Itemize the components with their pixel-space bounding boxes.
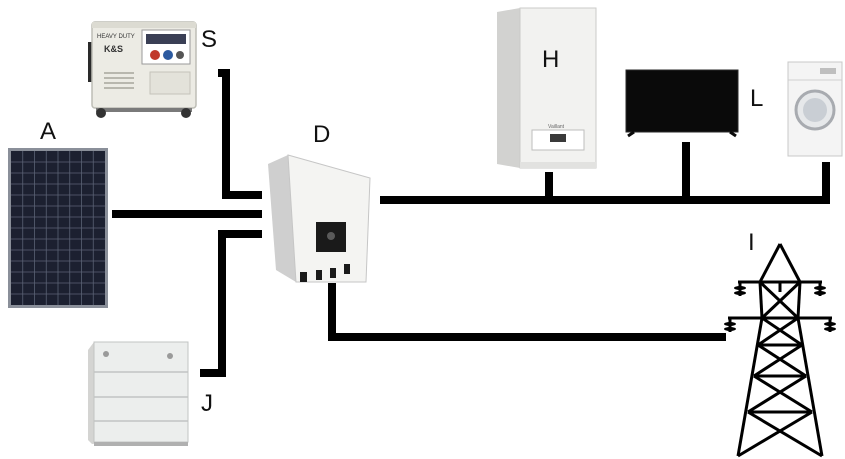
label-generator: S — [201, 26, 217, 53]
pylon-insulators — [724, 286, 836, 331]
wire-battery-inverter — [200, 234, 262, 373]
label-grid-pylon: I — [748, 229, 755, 256]
label-boiler: H — [542, 46, 559, 73]
inverter — [268, 155, 370, 282]
generator: HEAVY DUTY K&S — [88, 22, 196, 118]
battery — [88, 342, 188, 446]
washing-machine — [788, 62, 842, 156]
label-solar-panel: A — [40, 118, 56, 145]
label-inverter: D — [313, 121, 330, 148]
boiler: Vaillant — [497, 8, 596, 168]
boiler-brand-text: Vaillant — [548, 124, 565, 130]
solar-panel — [8, 148, 108, 308]
television — [626, 70, 738, 136]
generator-logo-text: K&S — [104, 44, 123, 54]
label-appliances: L — [750, 85, 763, 112]
generator-brand-text: HEAVY DUTY — [97, 34, 135, 40]
wire-inverter-grid — [332, 283, 726, 337]
label-battery: J — [201, 390, 213, 417]
wire-generator-inverter — [218, 73, 262, 195]
grid-pylon — [728, 244, 832, 456]
